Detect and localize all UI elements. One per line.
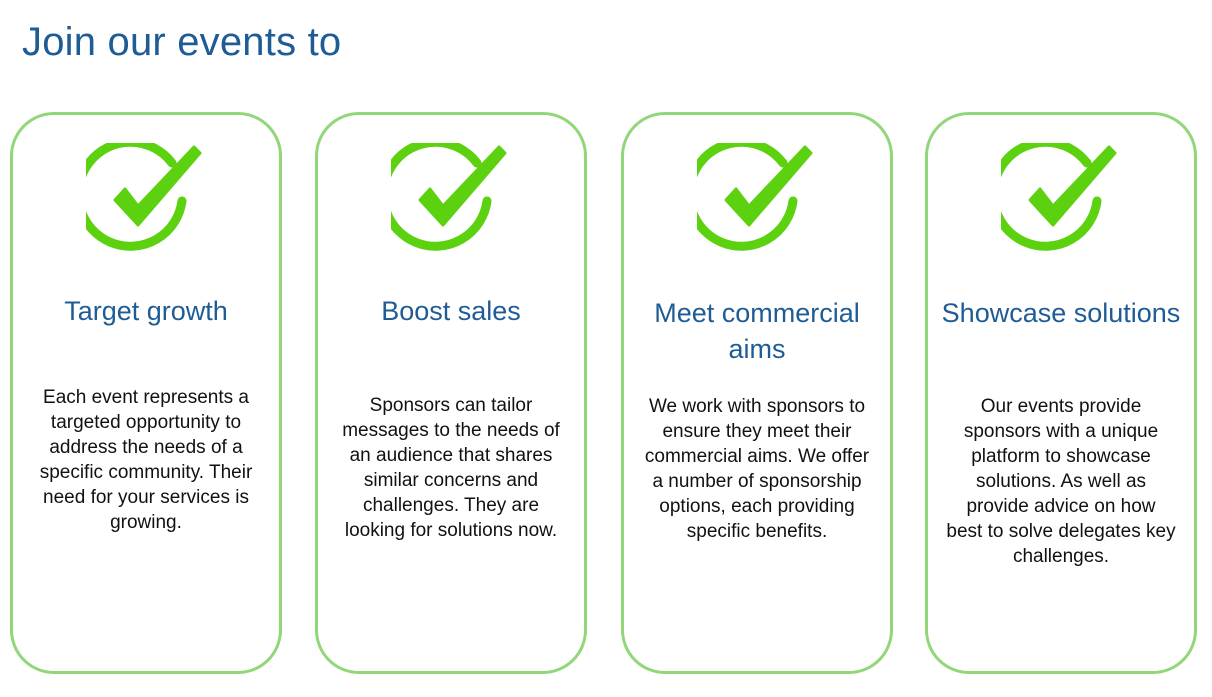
checkmark-circle-icon — [86, 143, 206, 253]
checkmark-circle-icon — [697, 143, 817, 253]
card-boost-sales: Boost sales Sponsors can tailor messages… — [315, 112, 587, 674]
card-showcase-solutions: Showcase solutions Our events provide sp… — [925, 112, 1197, 674]
card-title: Showcase solutions — [941, 298, 1181, 328]
card-title: Meet commercial aims — [654, 298, 860, 364]
card-description: We work with sponsors to ensure they mee… — [644, 396, 870, 542]
card-description: Our events provide sponsors with a uniqu… — [946, 396, 1176, 567]
card-target-growth: Target growth Each event represents a ta… — [10, 112, 282, 674]
page-title: Join our events to — [22, 20, 342, 64]
card-title: Boost sales — [381, 296, 521, 326]
card-meet-commercial-aims: Meet commercial aims We work with sponso… — [621, 112, 893, 674]
checkmark-circle-icon — [391, 143, 511, 253]
checkmark-circle-icon — [1001, 143, 1121, 253]
card-description: Each event represents a targeted opportu… — [39, 387, 253, 533]
card-title: Target growth — [64, 296, 228, 326]
card-description: Sponsors can tailor messages to the need… — [342, 395, 560, 541]
